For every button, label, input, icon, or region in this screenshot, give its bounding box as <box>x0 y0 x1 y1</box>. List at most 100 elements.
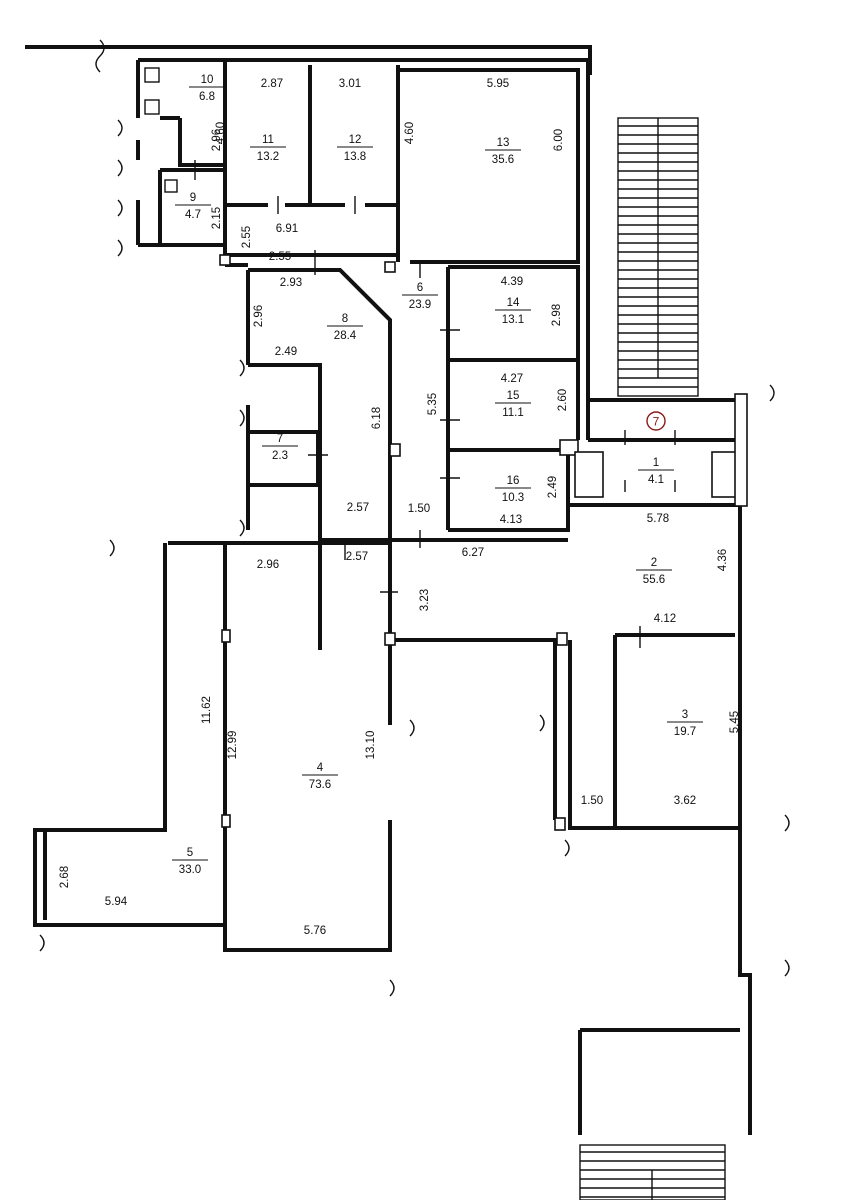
room-area: 2.3 <box>272 450 288 462</box>
room-11-label: 11 13.2 <box>250 134 286 163</box>
dimension-label: 4.60 <box>215 122 227 144</box>
dimension-label: 2.49 <box>547 476 559 498</box>
room-15-label: 15 11.1 <box>495 390 531 419</box>
room-5-label: 533.0 <box>172 847 208 876</box>
room-area: 13.2 <box>257 151 279 163</box>
columns <box>219 254 748 831</box>
dimension-label: 2.93 <box>280 277 302 289</box>
dimension-label: 6.00 <box>553 129 565 151</box>
room-7-label: 72.3 <box>262 433 298 462</box>
dimension-label: 2.87 <box>261 78 283 90</box>
dimension-label: 2.98 <box>551 304 563 326</box>
dimension-label: 1.50 <box>408 503 430 515</box>
stair-lower <box>579 1144 726 1200</box>
dimension-label: 5.78 <box>647 513 669 525</box>
room-number: 5 <box>187 847 193 859</box>
room-labels: 14.1255.6319.7473.6533.0623.972.3828.494… <box>172 74 703 876</box>
break-marks <box>39 39 790 997</box>
room-number: 3 <box>682 709 688 721</box>
room-16-label: 16 10.3 <box>495 475 531 504</box>
room-number: 13 <box>497 137 510 149</box>
room-number: 7 <box>277 433 283 445</box>
room-area: 28.4 <box>334 330 357 342</box>
room-13-label: 13 35.6 <box>485 137 521 166</box>
room-number: 4 <box>317 762 324 774</box>
room-number: 8 <box>342 313 348 325</box>
dimension-label: 12.99 <box>227 731 239 760</box>
dimension-label: 5.76 <box>304 925 326 937</box>
room-area: 33.0 <box>179 864 201 876</box>
dimension-label: 2.55 <box>269 251 291 263</box>
dimension-label: 5.45 <box>729 711 741 733</box>
room-number: 12 <box>349 134 362 146</box>
dimension-label: 4.12 <box>654 613 676 625</box>
stair-treads-lower <box>580 1151 725 1198</box>
room-number: 11 <box>262 134 274 146</box>
room-area: 4.1 <box>648 474 664 486</box>
room-area: 13.8 <box>344 151 366 163</box>
room-1-label: 14.1 <box>638 457 674 486</box>
dimension-label: 4.36 <box>717 549 729 571</box>
room-number: 6 <box>417 282 423 294</box>
dimension-label: 5.95 <box>487 78 509 90</box>
room-area: 23.9 <box>409 299 431 311</box>
room-number: 2 <box>651 557 657 569</box>
room-number: 10 <box>201 74 214 86</box>
dimension-labels: 2.87 3.01 5.95 4.60 4.60 6.00 2.96 2.15 6.91 2.55… <box>59 78 741 937</box>
dimension-label: 4.39 <box>501 276 523 288</box>
dimension-label: 5.94 <box>105 896 128 908</box>
room-12-label: 12 13.8 <box>337 134 373 163</box>
dimension-label: 6.18 <box>371 407 383 429</box>
dimension-label: 2.57 <box>347 502 369 514</box>
room-number: 16 <box>507 475 520 487</box>
room-area: 4.7 <box>185 209 201 221</box>
room-area: 19.7 <box>674 726 696 738</box>
dimension-label: 2.68 <box>59 866 71 888</box>
dimension-label: 6.91 <box>276 223 298 235</box>
room-3-label: 319.7 <box>667 709 703 738</box>
dimension-label: 13.10 <box>365 731 377 760</box>
room-8-label: 828.4 <box>327 313 363 342</box>
dimension-label: 1.50 <box>581 795 603 807</box>
entrance-marker-label: 7 <box>653 415 660 429</box>
dimension-label: 3.23 <box>419 589 431 611</box>
dimension-label: 2.60 <box>557 389 569 411</box>
room-2-label: 255.6 <box>636 557 672 586</box>
room-14-label: 14 13.1 <box>495 297 531 326</box>
stair-treads-upper <box>618 125 698 388</box>
room-10-label: 106.8 <box>189 74 225 103</box>
dimension-label: 2.55 <box>241 226 253 248</box>
room-area: 55.6 <box>643 574 665 586</box>
room-area: 13.1 <box>502 314 524 326</box>
entrance-marker: 7 <box>646 411 666 431</box>
room-area: 6.8 <box>199 91 215 103</box>
dimension-label: 4.27 <box>501 373 523 385</box>
dimension-label: 2.96 <box>253 305 265 327</box>
walls <box>25 45 752 1135</box>
dimension-label: 2.57 <box>346 551 368 563</box>
dimension-label: 5.35 <box>427 393 439 415</box>
dimension-label: 6.27 <box>462 547 484 559</box>
room-area: 73.6 <box>309 779 331 791</box>
stair-upper <box>617 117 699 397</box>
toilet-fixtures <box>144 67 178 193</box>
dimension-label: 2.96 <box>211 129 223 151</box>
door-ticks <box>194 160 676 648</box>
dimension-label: 2.96 <box>257 559 279 571</box>
room-number: 15 <box>507 390 520 402</box>
room-9-label: 94.7 <box>175 192 211 221</box>
room-area: 35.6 <box>492 154 514 166</box>
entrance-marker-circle <box>646 411 666 431</box>
dimension-label: 3.01 <box>339 78 361 90</box>
dimension-label: 4.60 <box>404 122 416 144</box>
dimension-label: 4.13 <box>500 514 522 526</box>
room-6-label: 623.9 <box>402 282 438 311</box>
dimension-label: 2.15 <box>211 207 223 229</box>
room-area: 10.3 <box>502 492 524 504</box>
room-area: 11.1 <box>502 407 524 419</box>
room-number: 14 <box>507 297 520 309</box>
room-4-label: 473.6 <box>302 762 338 791</box>
dimension-label: 11.62 <box>201 696 213 724</box>
dimension-label: 3.62 <box>674 795 696 807</box>
